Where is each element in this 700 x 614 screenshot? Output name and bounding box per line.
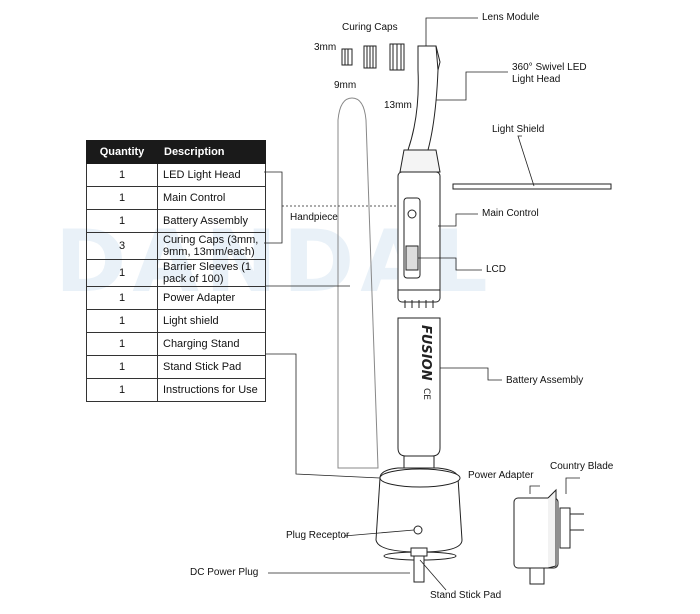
leader-swivel-head — [436, 71, 508, 101]
curing-cap-13mm — [389, 43, 405, 71]
dc-power-plug-label: DC Power Plug — [190, 567, 259, 578]
leader-lens-module — [425, 17, 478, 46]
desc-cell: Main Control — [157, 186, 266, 210]
description-header: Description — [157, 140, 266, 164]
desc-cell: Light shield — [157, 309, 266, 333]
leader-lcd — [418, 257, 482, 271]
country-blade-label: Country Blade — [550, 461, 614, 472]
plug-receptor — [413, 525, 423, 535]
charging-stand — [375, 467, 463, 553]
barrier-sleeve — [337, 97, 379, 469]
cap-13mm-label: 13mm — [384, 100, 412, 111]
light-shield — [452, 183, 612, 190]
swivel-head-label: 360° Swivel LED Light Head — [512, 62, 587, 85]
qty-cell: 1 — [86, 163, 158, 187]
desc-cell: Barrier Sleeves (1 pack of 100) — [157, 259, 266, 287]
cap-9mm-label: 9mm — [334, 80, 357, 91]
lcd-screen — [405, 245, 419, 271]
qty-cell: 1 — [86, 186, 158, 210]
curing-caps-label: Curing Caps — [342, 22, 398, 33]
leader-plug-receptor — [343, 529, 415, 537]
dc-power-plug — [413, 555, 425, 583]
light-shield-label: Light Shield — [492, 124, 545, 135]
desc-cell: Stand Stick Pad — [157, 355, 266, 379]
quantity-header: Quantity — [86, 140, 158, 164]
leader-power-adapter — [529, 485, 540, 494]
desc-cell: Instructions for Use — [157, 378, 266, 402]
qty-cell: 1 — [86, 309, 158, 333]
swivel-neck — [399, 149, 441, 173]
lcd-label: LCD — [486, 264, 507, 275]
lens-module-label: Lens Module — [482, 12, 540, 23]
light-guide — [407, 45, 439, 151]
leader-main-control — [438, 213, 478, 227]
leader-charging-stand — [266, 353, 381, 479]
qty-cell: 1 — [86, 259, 158, 287]
leader-battery — [440, 367, 502, 381]
cap-3mm-label: 3mm — [314, 42, 337, 53]
qty-cell: 1 — [86, 378, 158, 402]
desc-cell: Charging Stand — [157, 332, 266, 356]
curing-cap-3mm — [341, 48, 353, 66]
curing-cap-9mm — [363, 45, 377, 69]
battery-assembly-label: Battery Assembly — [506, 375, 584, 386]
qty-cell: 1 — [86, 286, 158, 310]
qty-cell: 1 — [86, 209, 158, 233]
plug-receptor-label: Plug Receptor — [286, 530, 350, 541]
desc-cell: Battery Assembly — [157, 209, 266, 233]
qty-cell: 3 — [86, 232, 158, 260]
brand-text: FUSION — [418, 325, 433, 381]
ce-mark: CE — [421, 388, 431, 400]
handpiece-bracket — [264, 171, 283, 244]
leader-light-shield — [517, 135, 535, 187]
stand-stick-pad-label: Stand Stick Pad — [430, 590, 502, 601]
qty-cell: 1 — [86, 355, 158, 379]
leader-stand-pad — [419, 559, 447, 591]
table-header-row: Quantity Description — [86, 140, 266, 164]
leader-country-blade — [565, 477, 580, 494]
qty-cell: 1 — [86, 332, 158, 356]
handpiece-label: Handpiece — [290, 212, 338, 223]
main-control-label: Main Control — [482, 208, 539, 219]
desc-cell: Curing Caps (3mm, 9mm, 13mm/each) — [157, 232, 266, 260]
power-adapter-label: Power Adapter — [468, 470, 534, 481]
desc-cell: Power Adapter — [157, 286, 266, 310]
desc-cell: LED Light Head — [157, 163, 266, 187]
